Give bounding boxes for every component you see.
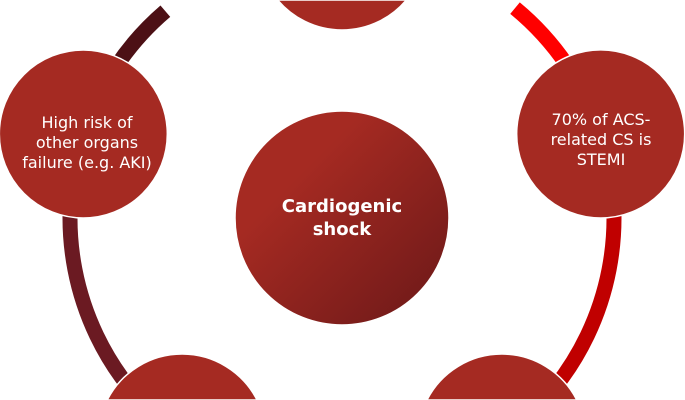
center-circle (234, 110, 450, 326)
node-circle (276, 0, 408, 31)
node-circle (426, 353, 578, 400)
node-circle (0, 49, 169, 219)
center-label: Cardiogenic shock (281, 196, 403, 240)
node-circle (106, 353, 258, 400)
node-label-stemi: 70% of ACS-related CS is STEMI (550, 110, 652, 169)
node-label-organ-failure: High risk of other organs failure (e.g. … (22, 112, 152, 172)
